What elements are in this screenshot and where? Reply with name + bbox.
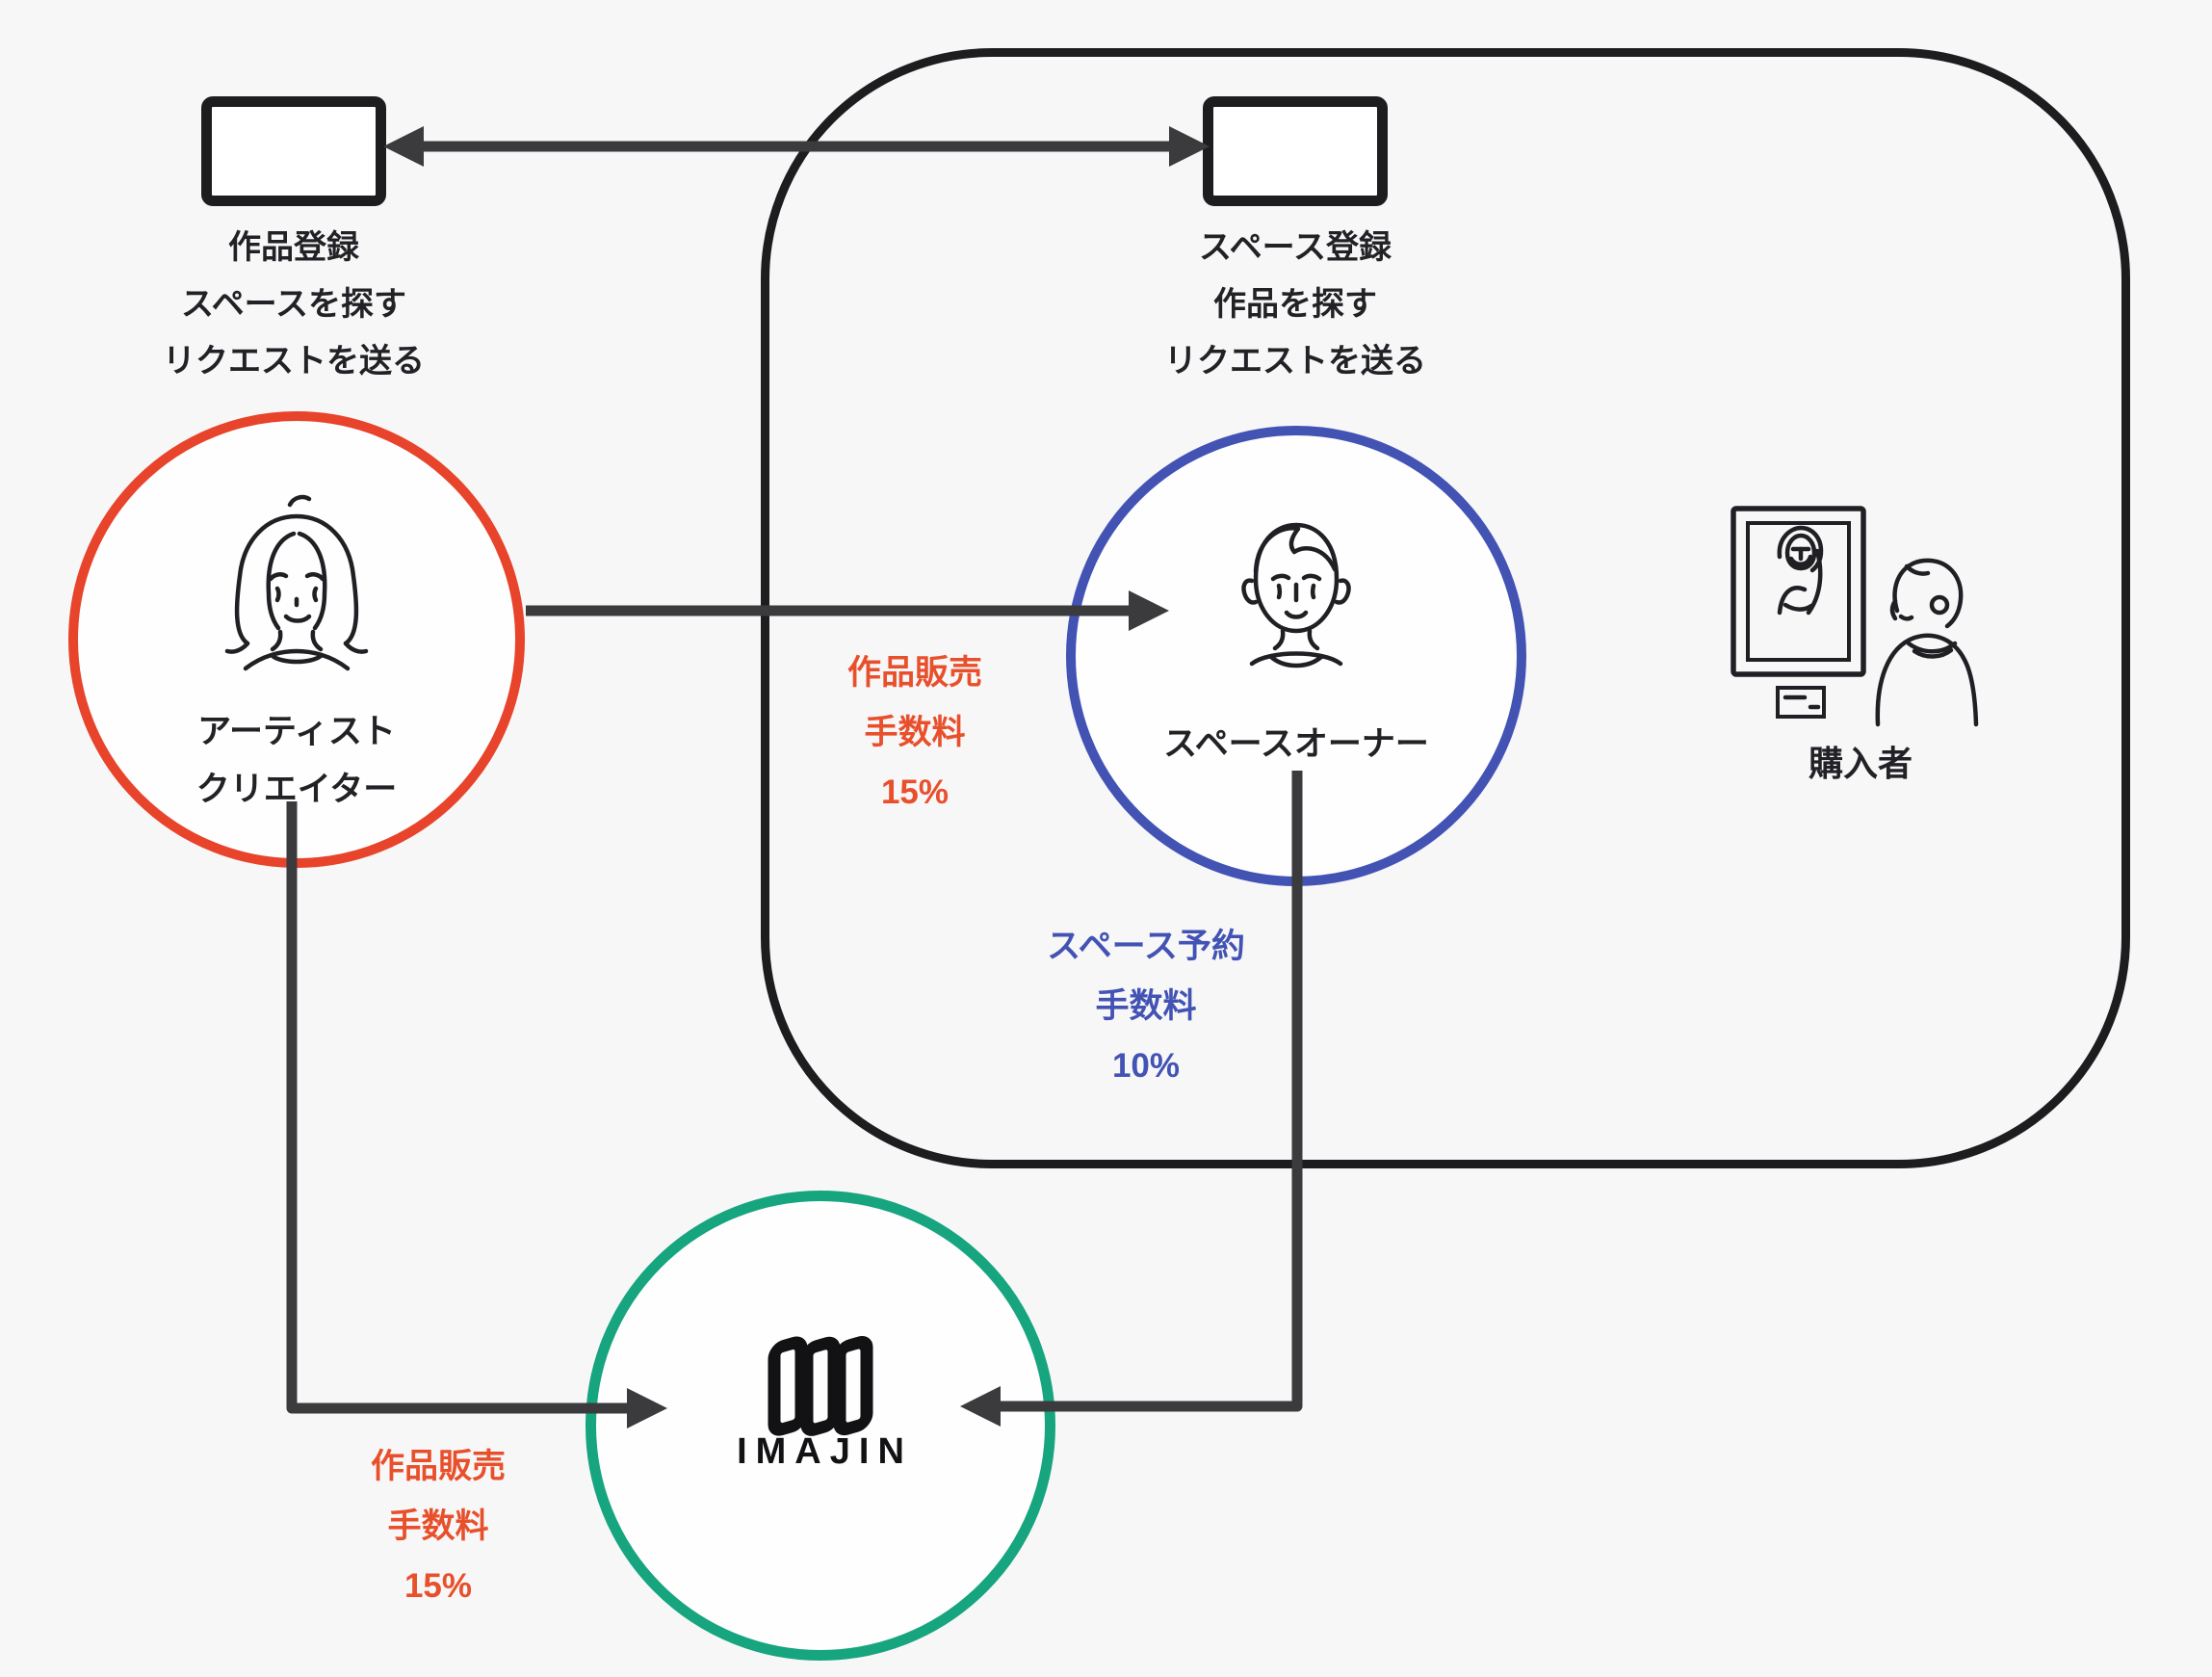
artist-step-3: リクエストを送る bbox=[163, 343, 425, 380]
artist-step-1: 作品登録 bbox=[228, 229, 359, 266]
space-reservation-fee-text: スペース予約 手数料 10% bbox=[953, 917, 1339, 1096]
artist-action-box bbox=[201, 96, 386, 206]
owner-to-imajin-arrow bbox=[960, 771, 1303, 1427]
fee-line: 手数料 bbox=[1095, 987, 1197, 1025]
fee-line: スペース予約 bbox=[1047, 928, 1245, 965]
buyer-label: 購入者 bbox=[1808, 744, 1913, 783]
buyer-viewing-artwork-icon bbox=[1731, 506, 1979, 727]
owner-action-box bbox=[1203, 96, 1388, 206]
space-owner-circle bbox=[1066, 426, 1526, 886]
fee-line: 作品販売 bbox=[846, 654, 982, 692]
space-owner-man-icon bbox=[1241, 522, 1351, 668]
fee-percent: 15% bbox=[403, 1567, 473, 1605]
artwork-sale-fee-text: 作品販売 手数料 15% bbox=[722, 643, 1107, 823]
artist-steps-text: 作品登録 スペースを探す リクエストを送る bbox=[91, 220, 496, 390]
owner-step-3: リクエストを送る bbox=[1164, 343, 1426, 380]
fee-percent: 15% bbox=[880, 773, 950, 811]
artist-label: アーティスト クリエイター bbox=[104, 703, 489, 819]
fee-line: 作品販売 bbox=[370, 1448, 506, 1485]
space-owner-label: スペースオーナー bbox=[1163, 725, 1429, 763]
artist-to-imajin-arrow bbox=[286, 801, 667, 1428]
artist-woman-icon bbox=[224, 494, 369, 671]
owner-steps-text: スペース登録 作品を探す リクエストを送る bbox=[1093, 220, 1497, 390]
fee-line: 手数料 bbox=[864, 714, 966, 751]
artwork-sale-fee-platform-text: 作品販売 手数料 15% bbox=[246, 1437, 631, 1616]
imajin-logo-text: IMAJIN bbox=[737, 1431, 913, 1472]
fee-line: 手数料 bbox=[387, 1507, 489, 1545]
imajin-logo-icon bbox=[768, 1336, 873, 1436]
artist-step-2: スペースを探す bbox=[181, 286, 406, 323]
artist-label-line1: アーティスト bbox=[197, 713, 396, 750]
fee-percent: 10% bbox=[1111, 1047, 1181, 1085]
owner-step-2: 作品を探す bbox=[1213, 286, 1377, 323]
owner-step-1: スペース登録 bbox=[1199, 229, 1392, 266]
mutual-registration-arrow bbox=[383, 126, 1210, 167]
artist-to-owner-arrow bbox=[526, 590, 1169, 631]
